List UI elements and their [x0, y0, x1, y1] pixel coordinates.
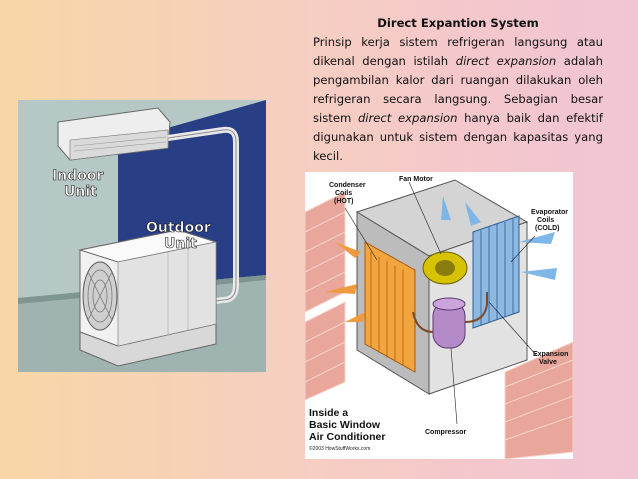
fan-motor	[422, 251, 468, 285]
split-ac-illustration: Indoor Unit Outdoor Unit	[18, 100, 266, 372]
paragraph-emphasis-2: direct expansion	[357, 111, 458, 125]
brick-wall-left	[305, 191, 346, 401]
label-fan-motor: Fan Motor	[399, 176, 433, 183]
label-evaporator-line1: Evaporator	[531, 209, 568, 216]
indoor-unit-shape	[57, 107, 171, 161]
label-condenser-line3: (HOT)	[334, 198, 353, 205]
copyright: ©2003 HowStuffWorks.com	[309, 445, 370, 452]
outdoor-label-line2: Unit	[164, 236, 197, 252]
indoor-label-line2: Unit	[64, 184, 97, 200]
paragraph-part-1: Prinsip kerja sistem refrigeran langsung…	[313, 35, 603, 68]
label-evaporator-line2: Coils	[537, 217, 554, 224]
airflow-arrows	[325, 196, 557, 322]
brick-wall-right	[504, 341, 573, 459]
label-expansion-line2: Valve	[539, 359, 557, 366]
text-block: Direct Expantion System Prinsip kerja si…	[313, 14, 603, 166]
window-ac-diagram: Condenser Coils (HOT) Fan Motor Evaporat…	[305, 172, 573, 459]
outdoor-unit-shape	[78, 229, 218, 367]
slide-title: Direct Expantion System	[377, 16, 539, 30]
label-evaporator-line3: (COLD)	[535, 225, 560, 232]
paragraph-part-3: hanya baik dan efektif digunakan untuk s…	[313, 111, 603, 163]
caption-line2: Basic Window	[309, 419, 381, 431]
label-compressor: Compressor	[425, 429, 467, 436]
paragraph-emphasis-1: direct expansion	[455, 54, 557, 68]
label-condenser-line1: Condenser	[329, 182, 366, 189]
paragraph-part-2: adalah pengambilan kalor dari ruangan di…	[313, 54, 603, 125]
caption-line3: Air Conditioner	[309, 431, 385, 443]
indoor-label-line1: Indoor	[52, 168, 103, 184]
condenser-coils	[364, 241, 416, 373]
caption-line1: Inside a	[309, 407, 348, 419]
label-condenser-line2: Coils	[335, 190, 352, 197]
outdoor-label-line1: Outdoor	[146, 220, 211, 236]
label-expansion-line1: Expansion	[533, 351, 568, 358]
slide-paragraph: Prinsip kerja sistem refrigeran langsung…	[313, 33, 603, 166]
compressor	[432, 297, 466, 349]
evaporator-coils	[472, 215, 520, 329]
